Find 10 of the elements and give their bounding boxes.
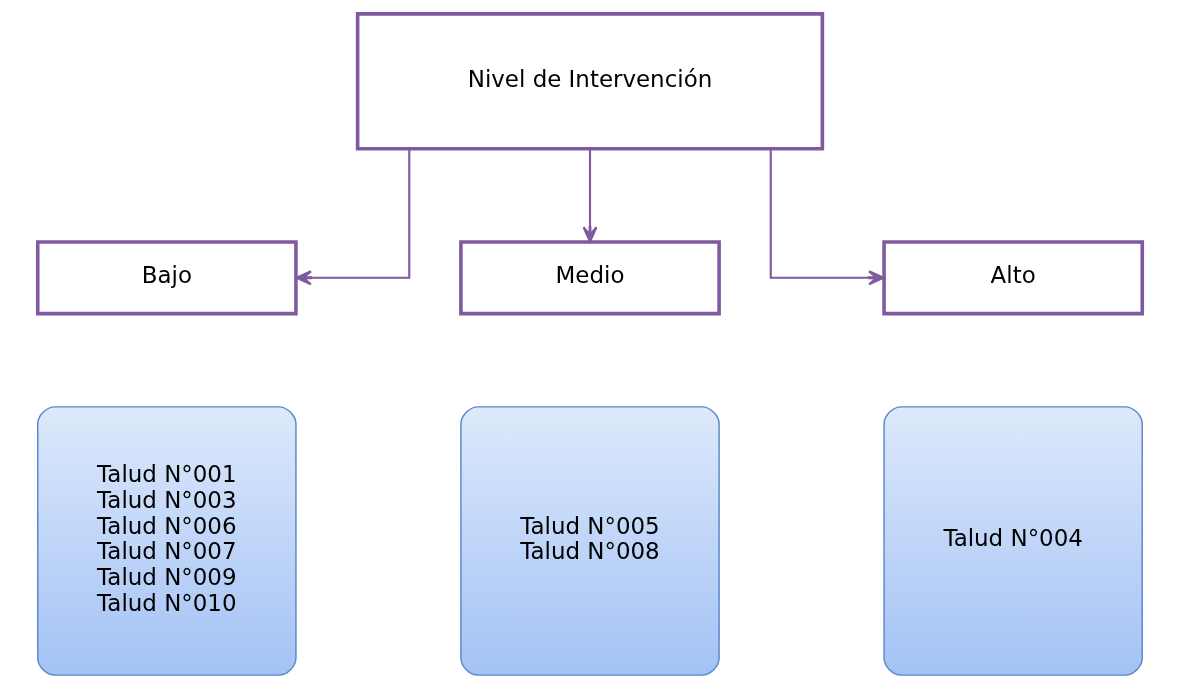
node-box: Talud N°001 Talud N°003 Talud N°006 Talud N°007 Talud N°009 Talud N°010 xyxy=(37,406,297,676)
node-box: Medio xyxy=(459,240,721,316)
node-box: Nivel de Intervención xyxy=(355,12,825,151)
node-box: Talud N°004 xyxy=(883,406,1143,676)
arrow xyxy=(295,148,411,286)
node-box: Bajo xyxy=(35,240,298,316)
arrow xyxy=(769,148,885,286)
arrow xyxy=(582,148,598,243)
node-box: Talud N°005 Talud N°008 xyxy=(460,406,720,676)
node-box: Alto xyxy=(882,240,1145,316)
